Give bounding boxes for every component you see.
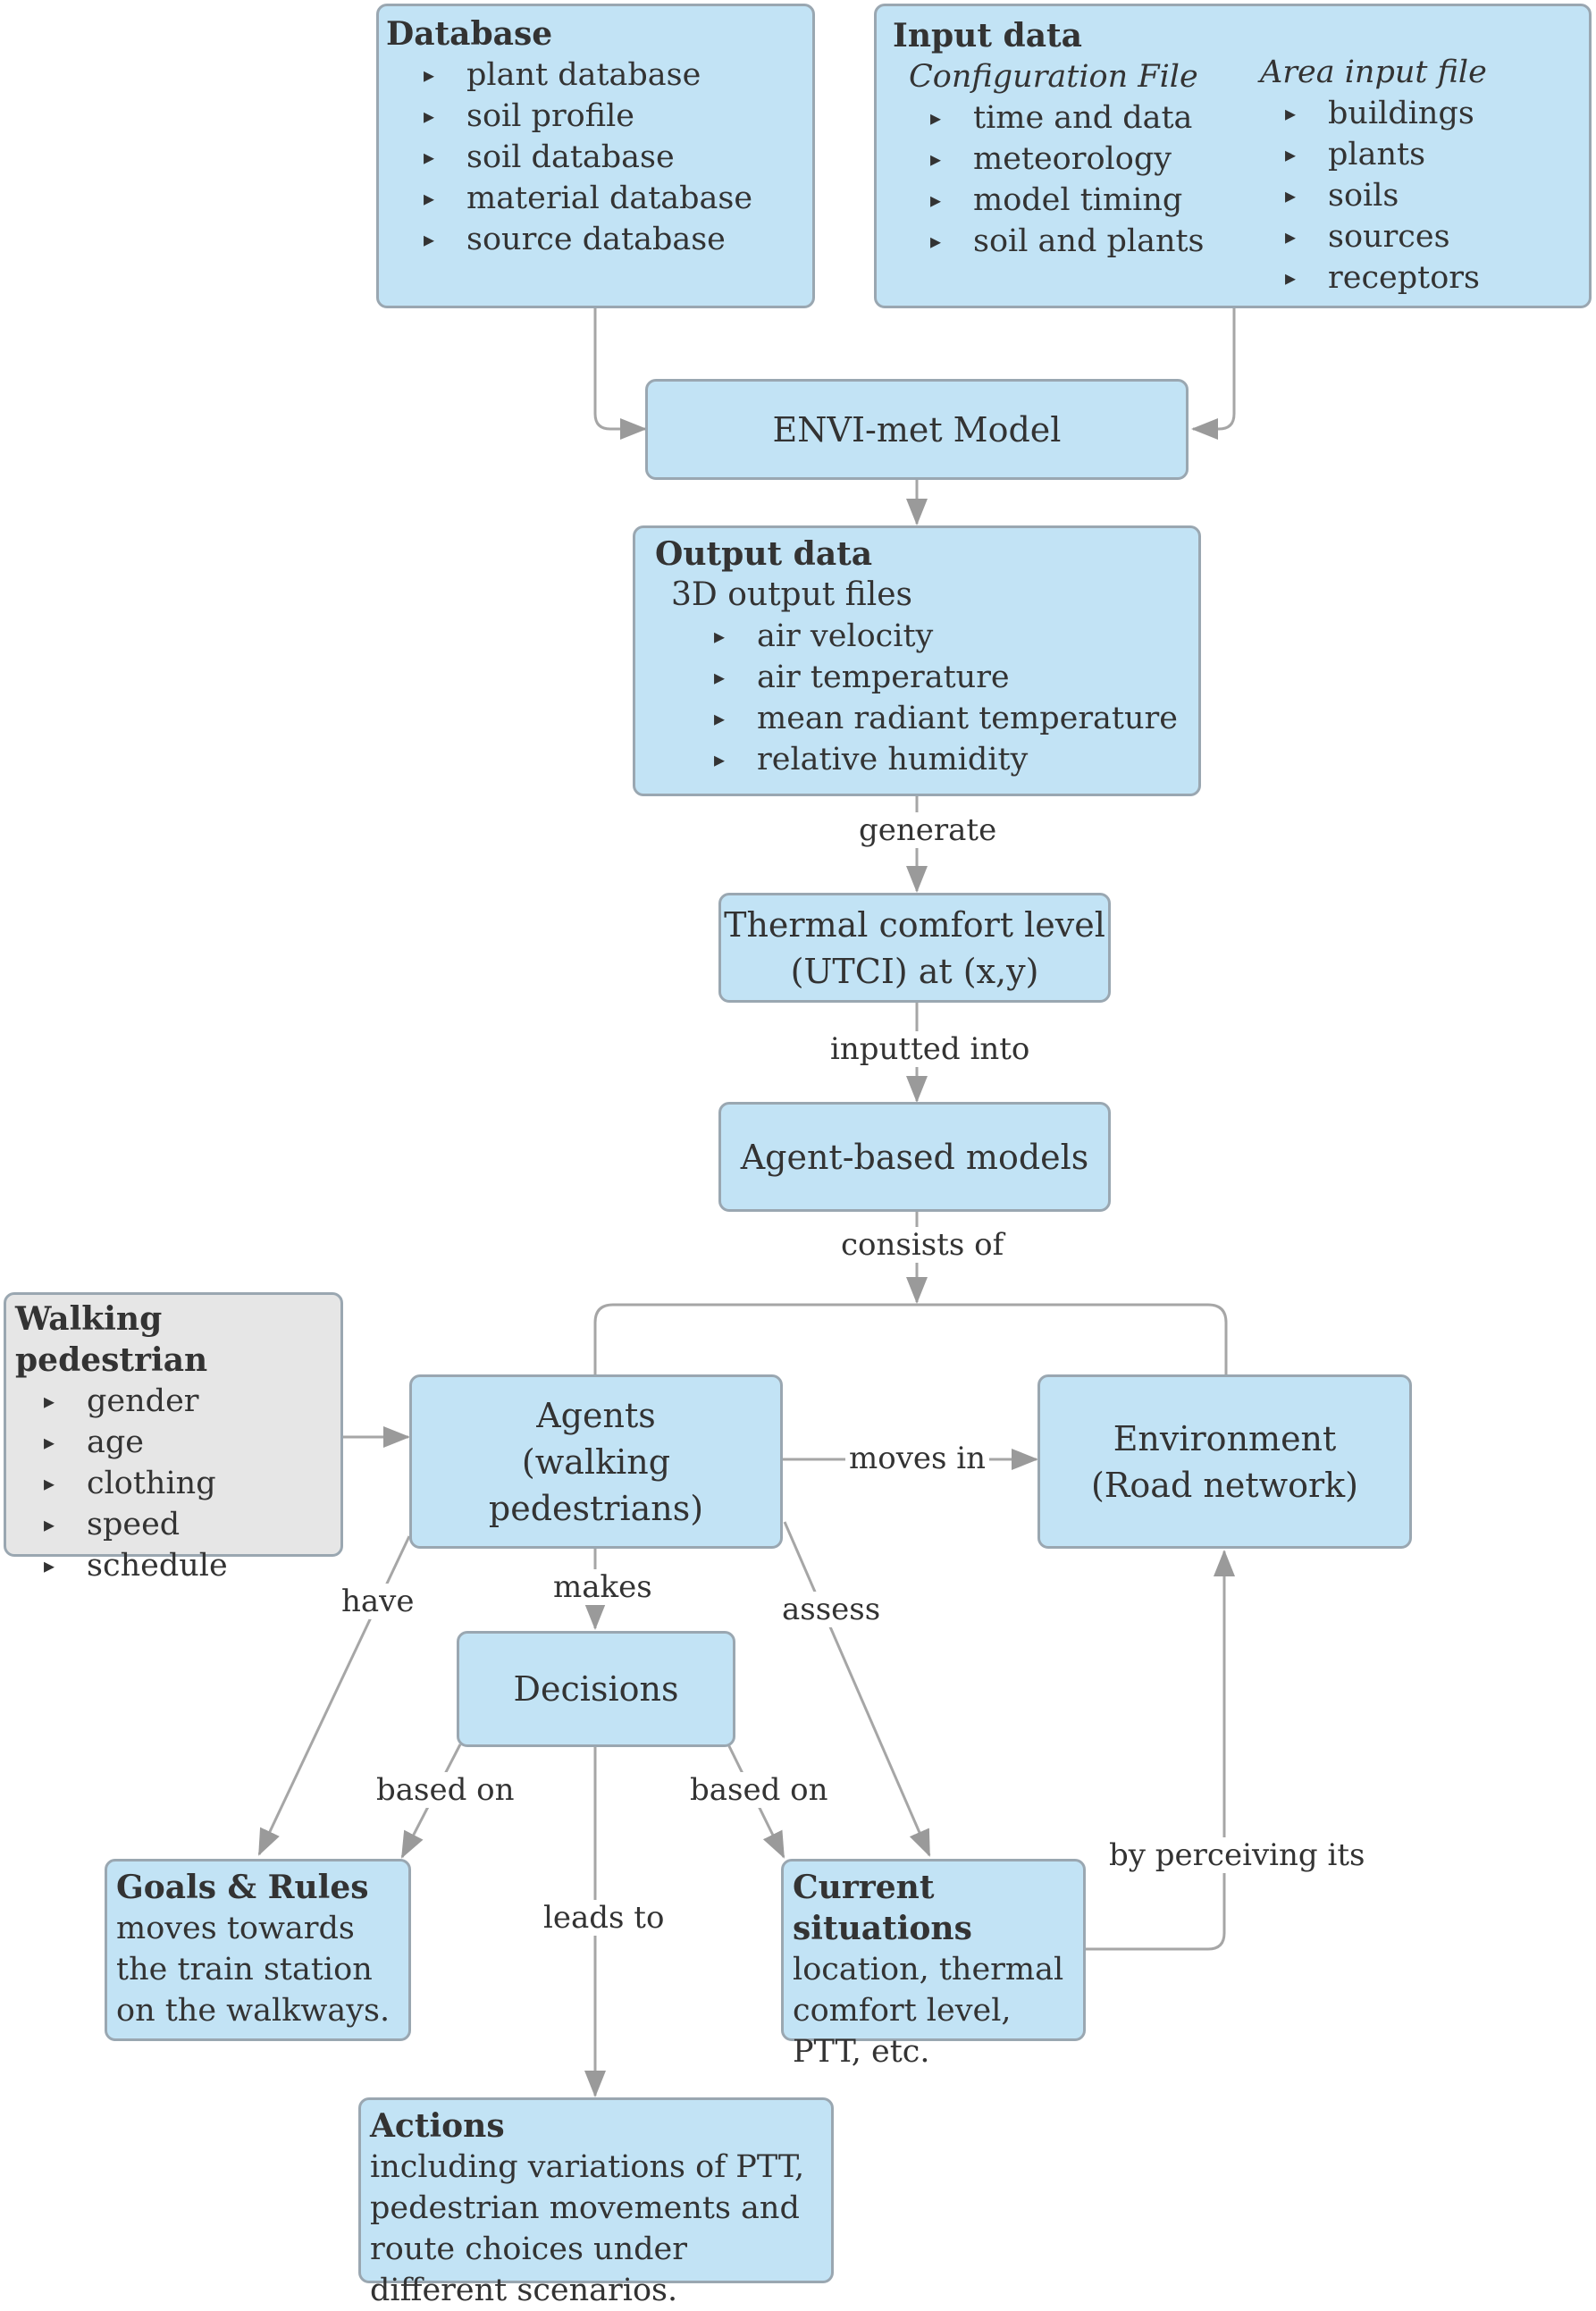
label-by-perceiving: by perceiving its [1105,1837,1369,1873]
arrow-database-to-envi [593,308,647,440]
list-item: plants [1247,134,1487,175]
list-item: buildings [1247,93,1487,134]
split-line [593,1303,1228,1374]
goals-rules-text: moves towards the train station on the w… [116,1911,391,2029]
agent-based-models-box: Agent-based models [718,1102,1111,1212]
label-generate: generate [855,812,1001,848]
database-box: Database plant database soil profile soi… [376,4,815,308]
list-item: material database [386,178,812,219]
label-based-on-left: based on [373,1772,518,1808]
goals-rules-title: Goals & Rules [116,1869,369,1906]
list-item: soil database [386,137,812,178]
envi-met-model-label: ENVI-met Model [772,409,1062,450]
list-item: gender [6,1381,340,1422]
database-list: plant database soil profile soil databas… [386,55,812,260]
output-data-list: air velocity air temperature mean radian… [655,616,1198,780]
input-data-box: Input data Configuration File time and d… [874,4,1592,308]
area-input-section: Area input file buildings plants soils s… [1247,52,1487,298]
actions-box: Actions including variations of PTT, ped… [358,2097,834,2308]
environment-line1: Environment [1113,1418,1337,1458]
output-data-box: Output data 3D output files air velocity… [633,525,1201,796]
area-input-title: Area input file [1260,55,1487,90]
walking-pedestrian-list: gender age clothing speed schedule [6,1381,340,1586]
database-title: Database [386,15,553,53]
list-item: clothing [6,1463,340,1504]
label-assess: assess [778,1592,885,1627]
output-data-subtitle: 3D output files [671,576,912,613]
label-moves-in: moves in [845,1441,990,1476]
list-item: time and data [893,97,1205,139]
label-makes: makes [550,1569,656,1605]
arrow-situations-to-environment [1086,1550,1235,1951]
configuration-title: Configuration File [909,59,1198,95]
configuration-section: Configuration File time and data meteoro… [893,56,1205,262]
list-item: soil and plants [893,221,1205,262]
list-item: speed [6,1504,340,1545]
environment-line2: (Road network) [1090,1465,1359,1505]
agent-based-models-label: Agent-based models [740,1137,1089,1177]
list-item: model timing [893,180,1205,221]
environment-box: Environment (Road network) [1037,1374,1412,1549]
current-situations-box: Current situations location, thermal com… [781,1859,1086,2070]
list-item: soils [1247,175,1487,216]
list-item: plant database [386,55,812,96]
list-item: air temperature [676,657,1198,698]
current-situations-title: Current situations [793,1869,972,1947]
current-situations-text: location, thermal comfort level, PTT, et… [793,1952,1064,2070]
list-item: air velocity [676,616,1198,657]
list-item: age [6,1422,340,1463]
label-inputted-into: inputted into [827,1031,1034,1067]
actions-text: including variations of PTT, pedestrian … [370,2149,805,2308]
list-item: soil profile [386,96,812,137]
thermal-comfort-box: Thermal comfort level (UTCI) at (x,y) [718,893,1111,1003]
decisions-box: Decisions [457,1631,735,1747]
envi-met-model-box: ENVI-met Model [645,379,1189,480]
actions-title: Actions [370,2107,505,2145]
label-consists-of: consists of [837,1227,1008,1263]
label-leads-to: leads to [540,1900,668,1936]
output-data-title: Output data [655,535,873,573]
label-have: have [338,1584,418,1619]
list-item: source database [386,219,812,260]
thermal-comfort-line1: Thermal comfort level [724,904,1105,945]
input-data-title: Input data [893,17,1082,55]
decisions-label: Decisions [513,1669,679,1709]
walking-pedestrian-box: Walking pedestrian gender age clothing s… [4,1292,343,1586]
area-input-list: buildings plants soils sources receptors [1247,93,1487,298]
arrow-input-to-envi [1191,308,1236,440]
list-item: receptors [1247,257,1487,298]
walking-pedestrian-title: Walking pedestrian [15,1300,208,1379]
list-item: schedule [6,1545,340,1586]
arrow-agents-to-situations [783,1521,931,1857]
list-item: meteorology [893,139,1205,180]
agents-line2: (walking pedestrians) [488,1441,704,1528]
agents-line1: Agents [536,1395,656,1435]
label-based-on-right: based on [686,1772,832,1808]
agents-box: Agents (walking pedestrians) [409,1374,783,1549]
goals-rules-box: Goals & Rules moves towards the train st… [105,1859,411,2041]
list-item: relative humidity [676,739,1198,780]
thermal-comfort-line2: (UTCI) at (x,y) [790,951,1039,991]
configuration-list: time and data meteorology model timing s… [893,97,1205,262]
list-item: mean radiant temperature [676,698,1198,739]
list-item: sources [1247,216,1487,257]
